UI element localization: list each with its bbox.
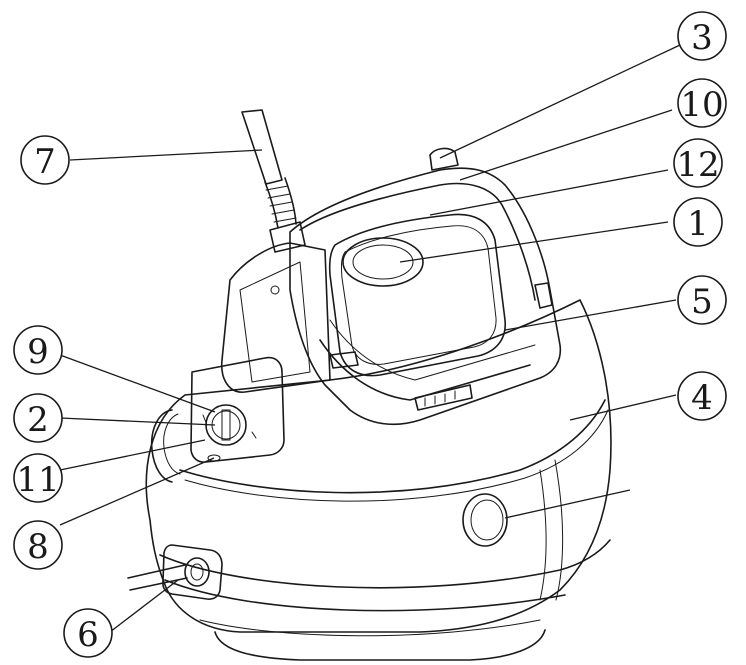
callout-12: 12 (673, 138, 723, 188)
iron (220, 109, 562, 426)
leader-8 (59, 457, 215, 526)
leader-2 (59, 417, 216, 426)
callout-4: 4 (677, 371, 727, 421)
power-socket (127, 544, 223, 600)
callout-label: 10 (680, 85, 723, 125)
callout-label: 6 (77, 615, 99, 655)
leader-6 (109, 579, 179, 633)
callout-6: 6 (63, 608, 113, 658)
leader-12 (429, 169, 669, 216)
water-tank-cap (462, 493, 508, 547)
callout-label: 9 (27, 332, 49, 372)
leader-1 (399, 221, 669, 263)
leader-4 (569, 394, 677, 421)
leader-10 (459, 109, 673, 181)
leader-5 (504, 299, 677, 331)
leader-7 (69, 149, 263, 161)
callout-2: 2 (13, 393, 63, 443)
callout-5: 5 (677, 275, 727, 325)
leader-tank (504, 489, 631, 519)
callout-label: 8 (27, 527, 49, 567)
callout-label: 2 (27, 400, 49, 440)
callout-label: 1 (687, 204, 709, 244)
callout-11: 11 (13, 453, 63, 503)
base-station (145, 299, 612, 661)
callout-1: 1 (673, 197, 723, 247)
callout-label: 3 (691, 18, 713, 58)
callout-label: 4 (691, 378, 713, 418)
callout-8: 8 (13, 520, 63, 570)
callout-label: 11 (16, 460, 59, 500)
callout-10: 10 (677, 78, 727, 128)
leader-lines (59, 44, 681, 633)
callout-label: 12 (676, 145, 719, 185)
leader-9 (59, 354, 216, 413)
callout-9: 9 (13, 325, 63, 375)
callout-label: 5 (691, 282, 713, 322)
callout-3: 3 (677, 11, 727, 61)
callout-7: 7 (20, 135, 70, 185)
leader-11 (59, 439, 206, 471)
control-panel (150, 356, 285, 483)
leader-3 (439, 44, 681, 159)
callout-label: 7 (34, 142, 56, 182)
